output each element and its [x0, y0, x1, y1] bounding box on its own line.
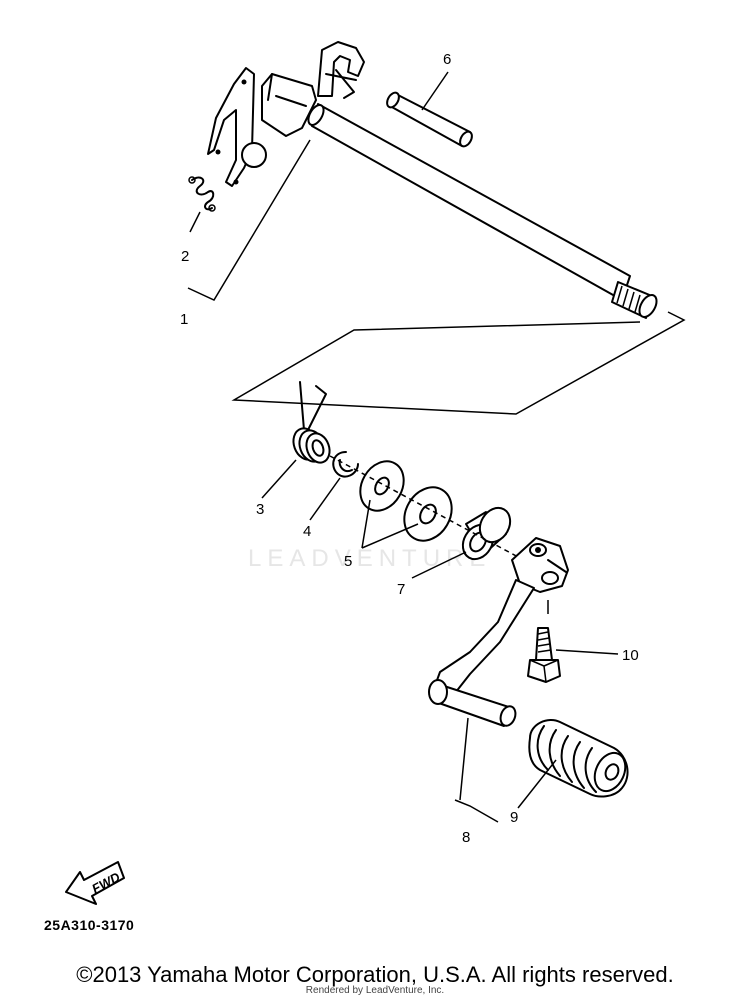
- pinch-bolt: [527, 627, 561, 683]
- copyright-notice: ©2013 Yamaha Motor Corporation, U.S.A. A…: [76, 962, 674, 987]
- leader-2: [189, 211, 201, 233]
- callout-8: 8: [462, 829, 470, 846]
- callout-4: 4: [303, 523, 311, 540]
- leader-3: [261, 459, 297, 499]
- callout-5: 5: [344, 553, 352, 570]
- pedal-rubber: [528, 719, 629, 798]
- shift-shaft-assembly: [207, 41, 658, 319]
- callout-1: 1: [180, 311, 188, 328]
- leader-9: [517, 759, 557, 809]
- circlip: [332, 451, 359, 478]
- small-spring: [188, 176, 216, 212]
- leader-7: [411, 551, 467, 579]
- reference-frame: [231, 311, 686, 415]
- leader-6: [421, 71, 449, 111]
- fwd-arrow-icon: FWD: [65, 861, 125, 905]
- diagram-code: 25A310-3170: [44, 917, 134, 933]
- callout-2: 2: [181, 248, 189, 265]
- leader-4: [309, 477, 341, 521]
- leader-1-bracket: [187, 139, 311, 301]
- callout-10: 10: [622, 647, 639, 664]
- leader-8-bracket: [454, 717, 499, 823]
- return-spring: [292, 381, 331, 464]
- callout-3: 3: [256, 501, 264, 518]
- leader-5: [361, 499, 419, 549]
- oil-seal: [461, 506, 512, 561]
- watermark-text: LEADVENTURE: [248, 545, 491, 572]
- callout-9: 9: [510, 809, 518, 826]
- rendered-by-credit: Rendered by LeadVenture, Inc.: [305, 985, 445, 996]
- washer-a: [359, 460, 405, 512]
- shaft-pin: [386, 91, 473, 148]
- leader-10: [555, 649, 619, 655]
- callout-6: 6: [443, 51, 451, 68]
- shift-pedal: [428, 537, 569, 727]
- callout-7: 7: [397, 581, 405, 598]
- washer-b: [403, 486, 453, 542]
